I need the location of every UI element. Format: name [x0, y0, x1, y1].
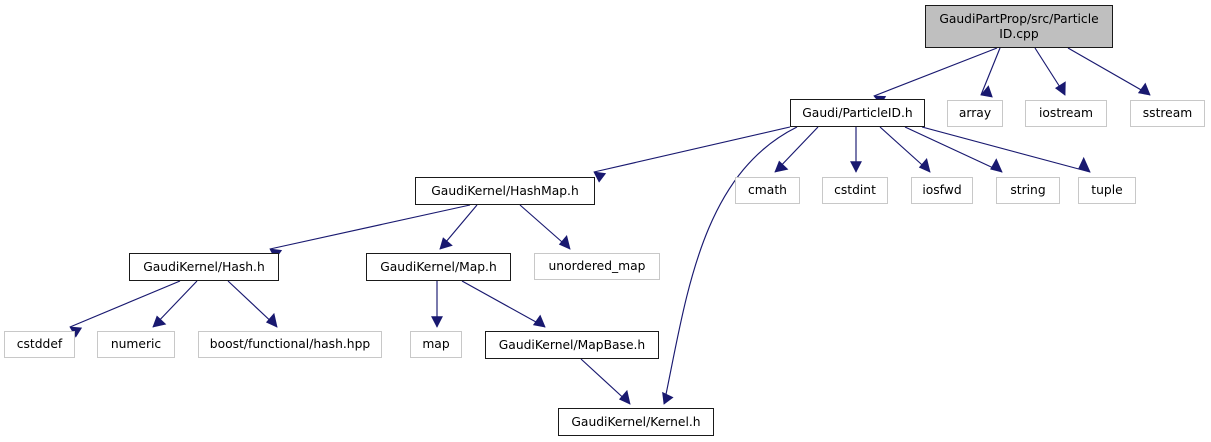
- graph-node-iostream[interactable]: iostream: [1025, 100, 1107, 127]
- graph-node-label: numeric: [110, 337, 162, 351]
- edge-arrowhead: [850, 161, 862, 173]
- graph-node-numeric[interactable]: numeric: [97, 331, 175, 358]
- graph-node-label: sstream: [1142, 106, 1193, 120]
- graph-node-label: GaudiKernel/HashMap.h: [431, 183, 579, 198]
- edge-arrowhead: [558, 234, 571, 250]
- graph-node-label: GaudiPartProp/src/Particle ID.cpp: [939, 11, 1099, 41]
- graph-node-hashmap[interactable]: GaudiKernel/HashMap.h: [415, 177, 595, 205]
- graph-node-label: GaudiKernel/MapBase.h: [498, 337, 646, 352]
- graph-edge-particleid-to-cmath: [774, 126, 819, 173]
- graph-node-map_h[interactable]: GaudiKernel/Map.h: [366, 253, 511, 281]
- edge-arrowhead: [439, 237, 453, 250]
- graph-node-label: cstddef: [16, 337, 63, 351]
- graph-node-label: GaudiKernel/Kernel.h: [571, 414, 701, 429]
- graph-node-boosthash[interactable]: boost/functional/hash.hpp: [198, 331, 382, 358]
- graph-edge-hash-to-cstddef: [69, 280, 181, 338]
- graph-node-unordered[interactable]: unordered_map: [534, 253, 660, 280]
- edge-arrowhead: [152, 315, 167, 328]
- graph-edge-hashmap-to-map_h: [439, 204, 478, 250]
- edge-arrowhead: [1078, 156, 1091, 173]
- graph-edge-map_h-to-map_std: [431, 281, 443, 328]
- graph-node-label: cmath: [748, 183, 787, 197]
- graph-node-label: array: [958, 106, 992, 120]
- graph-edge-particleid-to-cstdint: [850, 127, 862, 173]
- edge-arrowhead: [431, 316, 443, 328]
- edge-arrowhead: [990, 158, 1003, 173]
- graph-edge-particleid-to-tuple: [921, 126, 1091, 173]
- graph-node-string[interactable]: string: [996, 177, 1060, 204]
- graph-node-label: boost/functional/hash.hpp: [209, 337, 371, 351]
- graph-node-cstdint[interactable]: cstdint: [822, 177, 888, 204]
- graph-edge-hash-to-numeric: [152, 280, 198, 328]
- graph-node-array[interactable]: array: [947, 100, 1003, 127]
- graph-edge-root-to-iostream: [1034, 47, 1066, 96]
- edge-arrowhead: [618, 389, 631, 405]
- edge-arrowhead: [662, 391, 674, 405]
- edge-arrowhead: [980, 85, 993, 98]
- graph-node-kernel[interactable]: GaudiKernel/Kernel.h: [558, 408, 714, 436]
- graph-node-label: tuple: [1091, 183, 1123, 197]
- graph-edge-hash-to-boosthash: [227, 280, 278, 328]
- graph-edge-particleid-to-kernel: [662, 126, 798, 405]
- graph-node-cmath[interactable]: cmath: [735, 177, 800, 204]
- graph-edge-hashmap-to-hash: [269, 204, 471, 260]
- edge-arrowhead: [1054, 81, 1066, 96]
- graph-edge-hashmap-to-unordered: [519, 204, 571, 250]
- graph-node-label: GaudiKernel/Map.h: [380, 259, 497, 274]
- graph-edge-mapbase-to-kernel: [580, 358, 631, 405]
- edge-arrowhead: [918, 157, 931, 173]
- edge-arrowhead: [532, 314, 546, 328]
- graph-node-mapbase[interactable]: GaudiKernel/MapBase.h: [485, 331, 659, 359]
- graph-node-cstddef[interactable]: cstddef: [4, 331, 75, 358]
- graph-edge-root-to-sstream: [1067, 47, 1151, 96]
- edge-arrowhead: [265, 312, 278, 328]
- edge-arrowhead: [774, 160, 789, 173]
- graph-node-label: GaudiKernel/Hash.h: [143, 259, 265, 274]
- graph-node-label: iosfwd: [922, 183, 962, 197]
- graph-node-label: cstdint: [834, 183, 876, 197]
- edge-arrowhead: [593, 171, 607, 183]
- graph-edge-particleid-to-hashmap: [593, 126, 791, 183]
- graph-edge-particleid-to-string: [904, 126, 1003, 173]
- graph-node-label: string: [1010, 183, 1046, 197]
- graph-node-label: iostream: [1038, 106, 1094, 120]
- graph-edge-particleid-to-iosfwd: [879, 126, 931, 173]
- graph-edge-root-to-array: [980, 47, 1001, 98]
- edge-arrowhead: [1137, 82, 1151, 96]
- graph-node-iosfwd[interactable]: iosfwd: [911, 177, 973, 204]
- graph-node-sstream[interactable]: sstream: [1130, 100, 1205, 127]
- graph-node-label: unordered_map: [548, 259, 646, 273]
- graph-edge-root-to-particleid: [873, 47, 998, 105]
- graph-node-map_std[interactable]: map: [410, 331, 462, 358]
- graph-node-root[interactable]: GaudiPartProp/src/Particle ID.cpp: [925, 5, 1113, 48]
- graph-node-label: Gaudi/ParticleID.h: [802, 105, 913, 120]
- graph-node-particleid[interactable]: Gaudi/ParticleID.h: [790, 99, 925, 127]
- graph-edge-map_h-to-mapbase: [461, 280, 546, 328]
- graph-node-label: map: [422, 337, 450, 351]
- graph-node-hash[interactable]: GaudiKernel/Hash.h: [129, 253, 279, 281]
- graph-node-tuple[interactable]: tuple: [1078, 177, 1136, 204]
